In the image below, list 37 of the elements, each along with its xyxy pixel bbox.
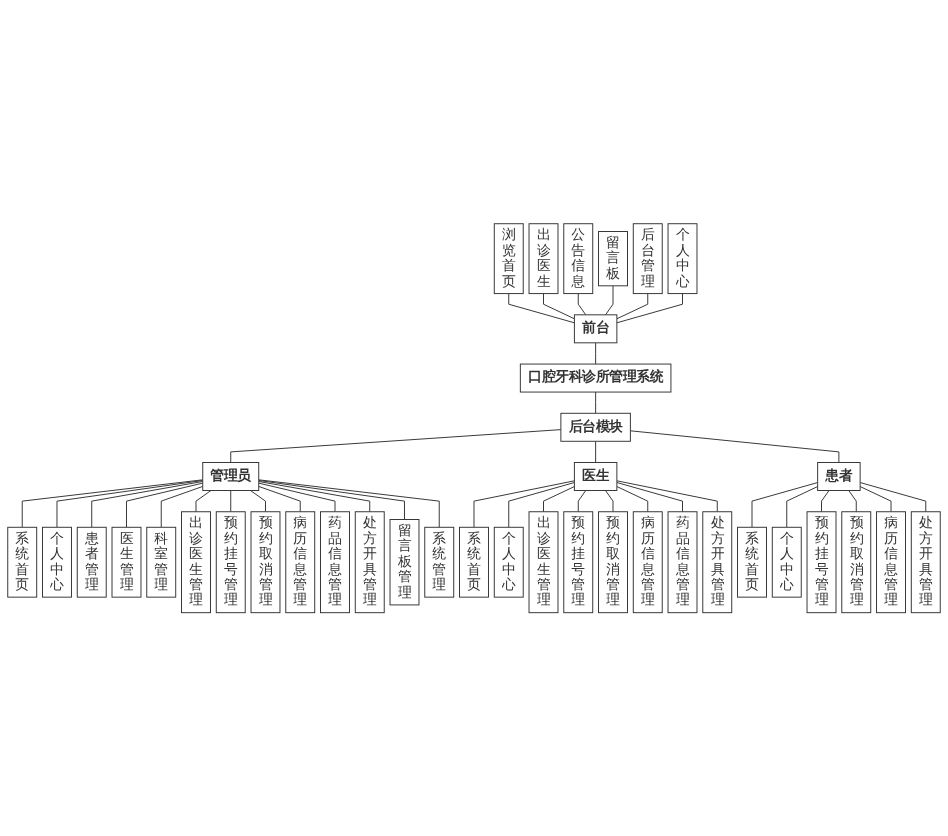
connector	[160, 485, 204, 528]
connector	[595, 440, 597, 463]
connector	[751, 481, 819, 528]
connector	[258, 479, 405, 520]
connector	[258, 480, 371, 512]
connector	[21, 479, 204, 528]
connector	[616, 485, 649, 512]
connector	[508, 292, 575, 324]
connector	[91, 480, 204, 528]
connector	[258, 479, 440, 528]
connector	[508, 481, 575, 528]
connector	[859, 485, 892, 512]
connector	[258, 485, 301, 512]
connector	[56, 479, 204, 528]
connector	[821, 489, 830, 512]
connector	[616, 292, 649, 320]
connector	[616, 481, 683, 512]
connector	[595, 342, 597, 365]
connector	[543, 292, 575, 320]
connector	[859, 481, 927, 512]
connector	[848, 489, 857, 512]
connector	[258, 482, 336, 512]
connector	[195, 489, 212, 512]
connector	[577, 292, 587, 316]
connector	[605, 285, 614, 316]
connector	[605, 489, 614, 512]
connector	[577, 489, 587, 512]
connector	[230, 428, 562, 463]
connector	[126, 482, 204, 528]
connector	[543, 485, 575, 512]
connector	[230, 489, 232, 512]
connector	[595, 391, 597, 414]
connector	[473, 480, 575, 528]
connector	[616, 292, 683, 324]
connector	[629, 430, 840, 463]
connector	[250, 489, 266, 512]
connector	[616, 480, 718, 512]
